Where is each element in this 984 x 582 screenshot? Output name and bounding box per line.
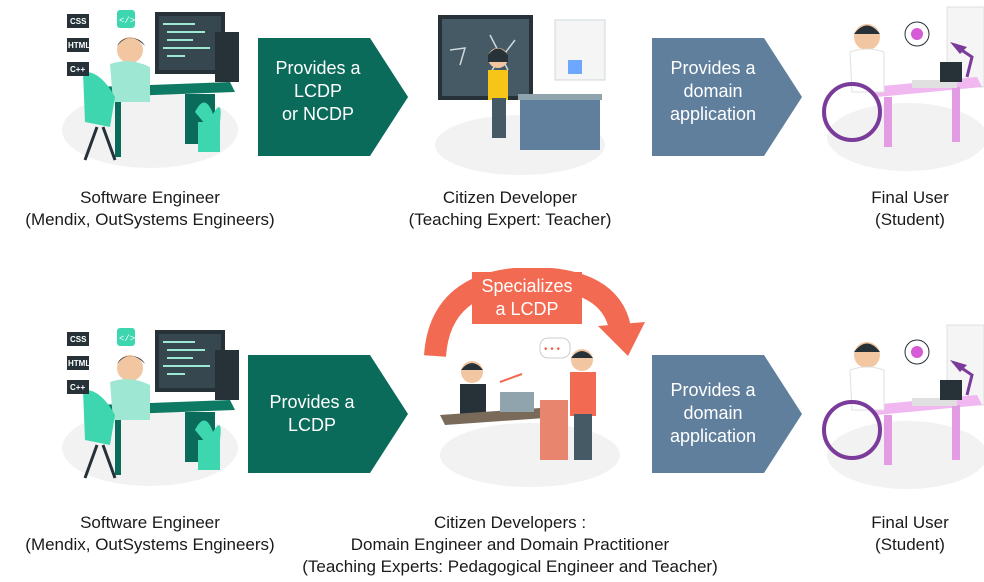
citizen-developer-caption: Citizen Developer (Teaching Expert: Teac… [408,188,612,229]
final-user-illustration-2 [822,324,984,489]
css-icon: CSS [70,17,87,26]
software-engineer-caption-1: Software Engineer (Mendix, OutSystems En… [25,188,275,229]
css-icon: CSS [70,335,87,344]
software-engineer-caption-2: Software Engineer (Mendix, OutSystems En… [25,513,275,554]
specializes-label: Specializes a LCDP [481,276,573,319]
provides-domain-application-label-2: Provides a domain application [669,380,757,446]
svg-text:</>: </> [119,334,135,344]
cpp-icon: C++ [70,383,85,392]
svg-text:</>: </> [119,16,135,26]
cpp-icon: C++ [70,65,85,74]
software-engineer-illustration-2: CSS HTML C++ </> [62,328,239,486]
citizen-developer-illustration [435,15,606,175]
provides-lcdp-label-1: Provides a LCDP or NCDP [275,58,361,124]
provides-domain-application-arrow-2 [652,355,802,473]
final-user-caption-1: Final User (Student) [871,188,949,229]
provides-domain-application-arrow-1 [652,38,802,156]
provides-lcdp-arrow-1 [258,38,408,156]
provides-domain-application-label-1: Provides a domain application [669,58,757,124]
html-icon: HTML [68,41,90,50]
specializes-label-box [472,272,582,324]
html-icon: HTML [68,359,90,368]
provides-lcdp-arrow-2 [248,355,408,473]
final-user-caption-2: Final User (Student) [871,513,949,554]
svg-text:• • •: • • • [544,344,561,355]
citizen-developers-caption: Citizen Developers : Domain Engineer and… [302,513,718,576]
final-user-illustration [822,6,984,171]
citizen-developers-illustration: • • • [440,337,620,487]
software-engineer-illustration: CSS HTML C++ </> [62,10,239,168]
provides-lcdp-label-2: Provides a LCDP [269,392,355,435]
